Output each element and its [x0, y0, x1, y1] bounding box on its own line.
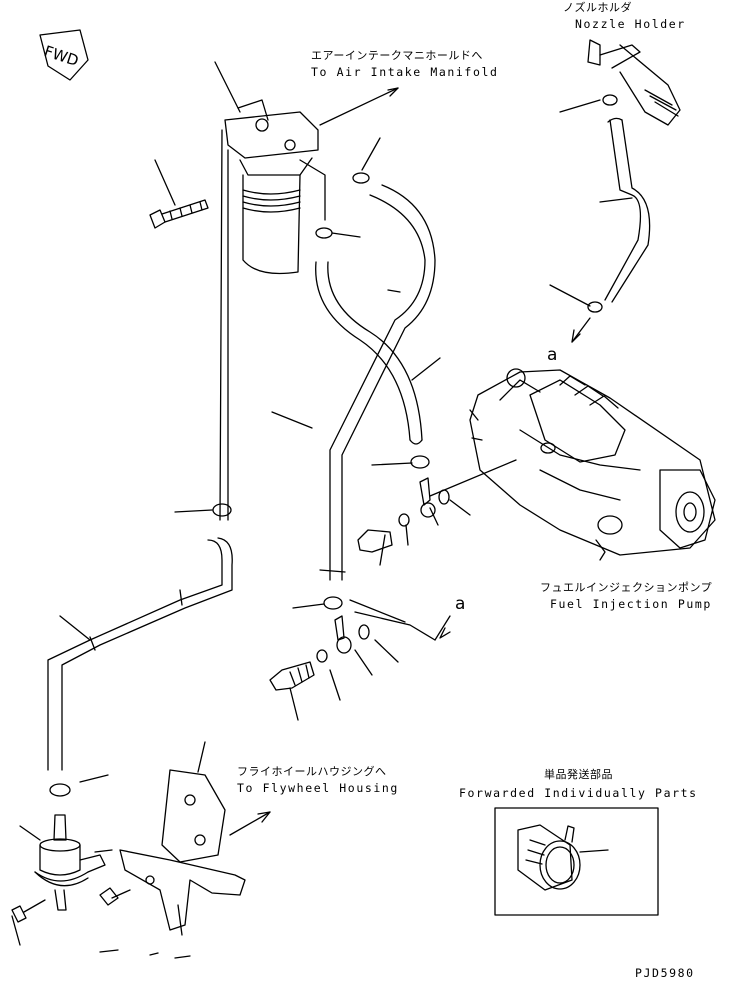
- fuel-filter: [219, 99, 326, 521]
- leader-lines: [11, 61, 633, 959]
- forwarded-jp-label: 単品発送部品: [544, 768, 613, 781]
- hose-return: [315, 261, 423, 445]
- hose-upper: [319, 184, 436, 581]
- banjo-fittings: [269, 477, 450, 691]
- nozzle-hose: [604, 117, 651, 303]
- callout-a-lower: a: [455, 594, 466, 614]
- water-separator: [11, 814, 106, 923]
- pump-jp-label: フュエルインジェクションポンプ: [540, 581, 713, 594]
- fuel-injection-pump: [469, 368, 716, 561]
- nozzle-holder: [587, 39, 681, 126]
- mounting-bracket: [99, 769, 246, 931]
- forwarded-label: Forwarded Individually Parts: [459, 786, 698, 800]
- nozzle-holder-label: Nozzle Holder: [575, 17, 686, 31]
- forwarded-parts-box: [494, 807, 659, 916]
- pump-label: Fuel Injection Pump: [550, 597, 712, 611]
- filter-bolt: [149, 199, 209, 229]
- fwd-arrow-icon: FWD: [39, 29, 89, 81]
- hose-left: [47, 537, 233, 771]
- drawing-number: PJD5980: [635, 966, 695, 980]
- clamps: [49, 94, 618, 797]
- intake-label: To Air Intake Manifold: [311, 65, 499, 79]
- callout-a-upper: a: [547, 345, 558, 365]
- flywheel-label: To Flywheel Housing: [237, 781, 399, 795]
- flywheel-jp-label: フライホイールハウジングへ: [237, 765, 387, 778]
- intake-jp-label: エアーインテークマニホールドへ: [311, 49, 483, 62]
- nozzle-holder-jp-label: ノズルホルダ: [563, 1, 632, 14]
